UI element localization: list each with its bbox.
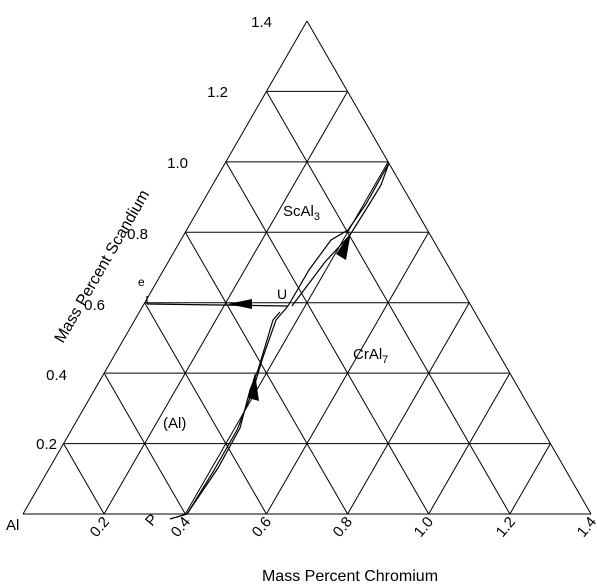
y-tick-label: 1.4 xyxy=(251,14,272,31)
grid-line-parallel-left xyxy=(509,443,551,515)
grid-line-parallel-right xyxy=(225,161,430,515)
boundary-U-top xyxy=(287,162,390,307)
x-tick-label: 0.8 xyxy=(330,514,356,541)
boundary-P-U xyxy=(186,305,289,515)
triangular-grid xyxy=(22,20,592,515)
region-label-cral7: CrAl7 xyxy=(353,346,388,366)
boundary-e-U xyxy=(146,303,289,307)
region-scal3-sub: 3 xyxy=(314,211,320,223)
point-label-u: U xyxy=(277,286,287,302)
y-tick-label: 0.6 xyxy=(84,297,105,314)
grid-line-parallel-right xyxy=(103,372,186,515)
y-axis-title: Mass Percent Scandium xyxy=(52,187,153,346)
x-tick-label: 1.4 xyxy=(574,514,597,541)
y-tick-label: 0.2 xyxy=(36,436,57,453)
x-tick-label: 0.6 xyxy=(249,514,275,541)
grid-line-parallel-left xyxy=(347,302,470,515)
corner-label-al: Al xyxy=(6,517,19,534)
point-label-e: e xyxy=(138,275,145,289)
y-tick-label: 0.8 xyxy=(127,226,148,243)
direction-arrows xyxy=(228,232,351,401)
x-axis-title: Mass Percent Chromium xyxy=(262,568,438,585)
region-label-scal3: ScAl3 xyxy=(283,203,320,223)
grid-line-parallel-right xyxy=(265,91,511,515)
triangle-edge-left xyxy=(22,20,308,515)
region-label-al: (Al) xyxy=(163,415,186,432)
x-tick-label: 1.2 xyxy=(493,514,519,541)
x-tick-label: 0.4 xyxy=(168,514,194,541)
arrow-upper xyxy=(336,232,351,260)
x-tick-label: 0.2 xyxy=(87,514,113,541)
grid-line-parallel-right xyxy=(63,443,105,515)
arrow-lower xyxy=(248,373,259,401)
y-tick-label: 0.4 xyxy=(46,367,67,384)
x-tick-labels: 0.2 0.4 0.6 0.8 1.0 1.2 1.4 xyxy=(87,514,597,541)
triangle-edge-right xyxy=(306,20,592,515)
boundary-P-U-inner xyxy=(186,311,281,515)
grid-line-parallel-right xyxy=(184,232,349,515)
region-cral7-sub: 7 xyxy=(382,354,388,366)
x-tick-label: 1.0 xyxy=(411,514,437,541)
phase-boundaries xyxy=(146,162,390,520)
arrow-left xyxy=(228,299,252,309)
y-tick-label: 1.2 xyxy=(207,84,228,101)
y-tick-label: 1.0 xyxy=(167,155,188,172)
y-tick-labels: 0.2 0.4 0.6 0.8 1.0 1.2 1.4 xyxy=(36,14,272,453)
region-scal3-main: ScAl xyxy=(283,203,314,220)
grid-line-parallel-right xyxy=(144,302,267,515)
region-cral7-main: CrAl xyxy=(353,346,382,363)
boundary-P-stub xyxy=(169,513,188,520)
